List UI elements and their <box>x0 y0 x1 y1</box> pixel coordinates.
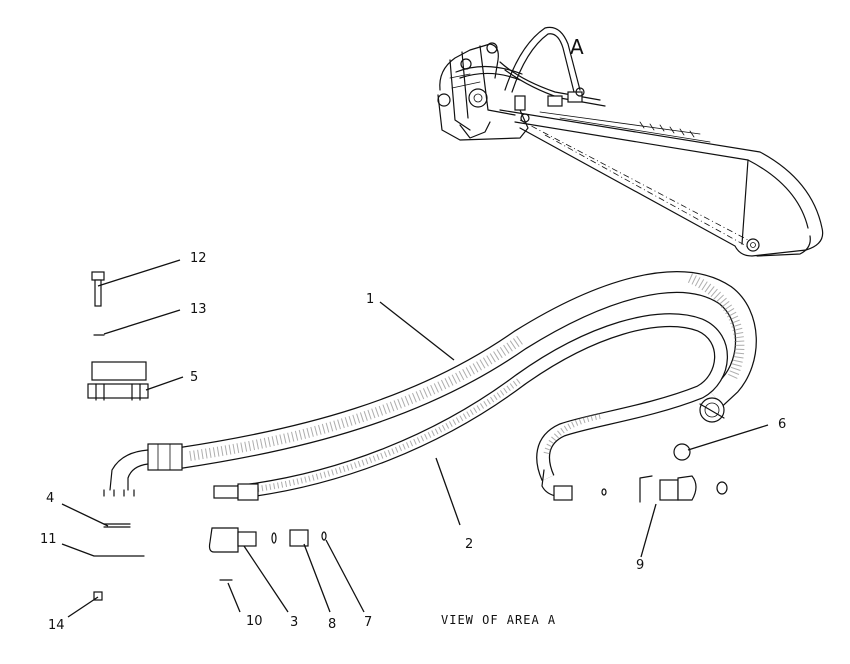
hose-1 <box>103 271 757 497</box>
part-3-elbow <box>208 527 257 553</box>
callout-8: 8 <box>328 617 336 632</box>
callout-1: 1 <box>366 292 374 307</box>
callout-10: 10 <box>246 614 263 629</box>
part-7-oring <box>321 531 327 541</box>
callout-2: 2 <box>465 537 473 552</box>
callouts: 1 2 3 4 5 6 7 8 9 10 11 12 13 14 <box>40 251 786 633</box>
callout-14: 14 <box>48 618 65 633</box>
part-6-cap <box>673 443 691 461</box>
callout-11: 11 <box>40 532 57 547</box>
callout-5: 5 <box>190 370 198 385</box>
part-12-bolt <box>91 271 105 307</box>
leader-lines <box>61 259 769 618</box>
callout-6: 6 <box>778 417 786 432</box>
hose-2 <box>213 313 728 501</box>
callout-12: 12 <box>190 251 207 266</box>
callout-3: 3 <box>290 615 298 630</box>
part-8-adapter <box>289 529 309 547</box>
boom-assembly <box>437 26 824 257</box>
part-5-clamp <box>87 361 149 401</box>
view-label: VIEW OF AREA A <box>441 613 556 627</box>
area-letter: A <box>570 35 584 59</box>
part-14-nut <box>93 591 103 601</box>
part-9-fitting <box>601 475 728 503</box>
callout-4: 4 <box>46 491 54 506</box>
callout-7: 7 <box>364 615 372 630</box>
callout-9: 9 <box>636 558 644 573</box>
part-oring-small <box>271 532 277 544</box>
callout-13: 13 <box>190 302 207 317</box>
part-4-plate <box>103 523 131 528</box>
